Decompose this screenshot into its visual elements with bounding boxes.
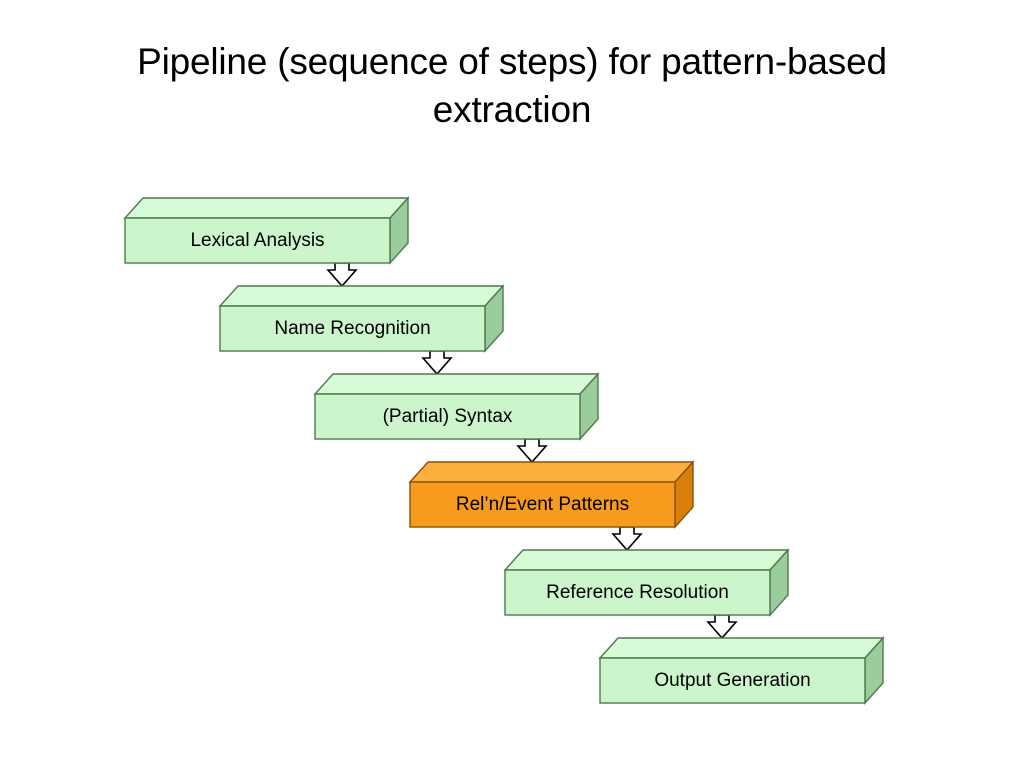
- step-top-face-lexical-analysis: [123, 197, 410, 219]
- step-front-face-name-recognition: [219, 305, 486, 352]
- step-front-face-reference-resolution: [504, 569, 771, 616]
- connector-arrow-arrow-4: [611, 526, 643, 552]
- step-top-face-name-recognition: [218, 285, 505, 307]
- pipeline-step-reference-resolution[interactable]: [503, 548, 790, 617]
- step-front-face-output-generation: [599, 657, 866, 704]
- step-top-face-reference-resolution: [503, 549, 790, 571]
- connector-arrow-arrow-1: [326, 262, 358, 288]
- step-top-face-partial-syntax: [313, 373, 600, 395]
- step-top-face-output-generation: [598, 637, 885, 659]
- pipeline-step-name-recognition[interactable]: [218, 284, 505, 353]
- step-front-face-partial-syntax: [314, 393, 581, 440]
- pipeline-step-reln-event-patterns[interactable]: [408, 460, 695, 529]
- step-top-face-reln-event-patterns: [408, 461, 695, 483]
- step-front-face-lexical-analysis: [124, 217, 391, 264]
- page-title: Pipeline (sequence of steps) for pattern…: [137, 41, 887, 130]
- pipeline-step-output-generation[interactable]: [598, 636, 885, 705]
- pipeline-step-lexical-analysis[interactable]: [123, 196, 410, 265]
- connector-arrow-arrow-5: [706, 614, 738, 640]
- connector-arrow-arrow-2: [421, 350, 453, 376]
- pipeline-step-partial-syntax[interactable]: [313, 372, 600, 441]
- connector-arrow-arrow-3: [516, 438, 548, 464]
- step-front-face-reln-event-patterns: [409, 481, 676, 528]
